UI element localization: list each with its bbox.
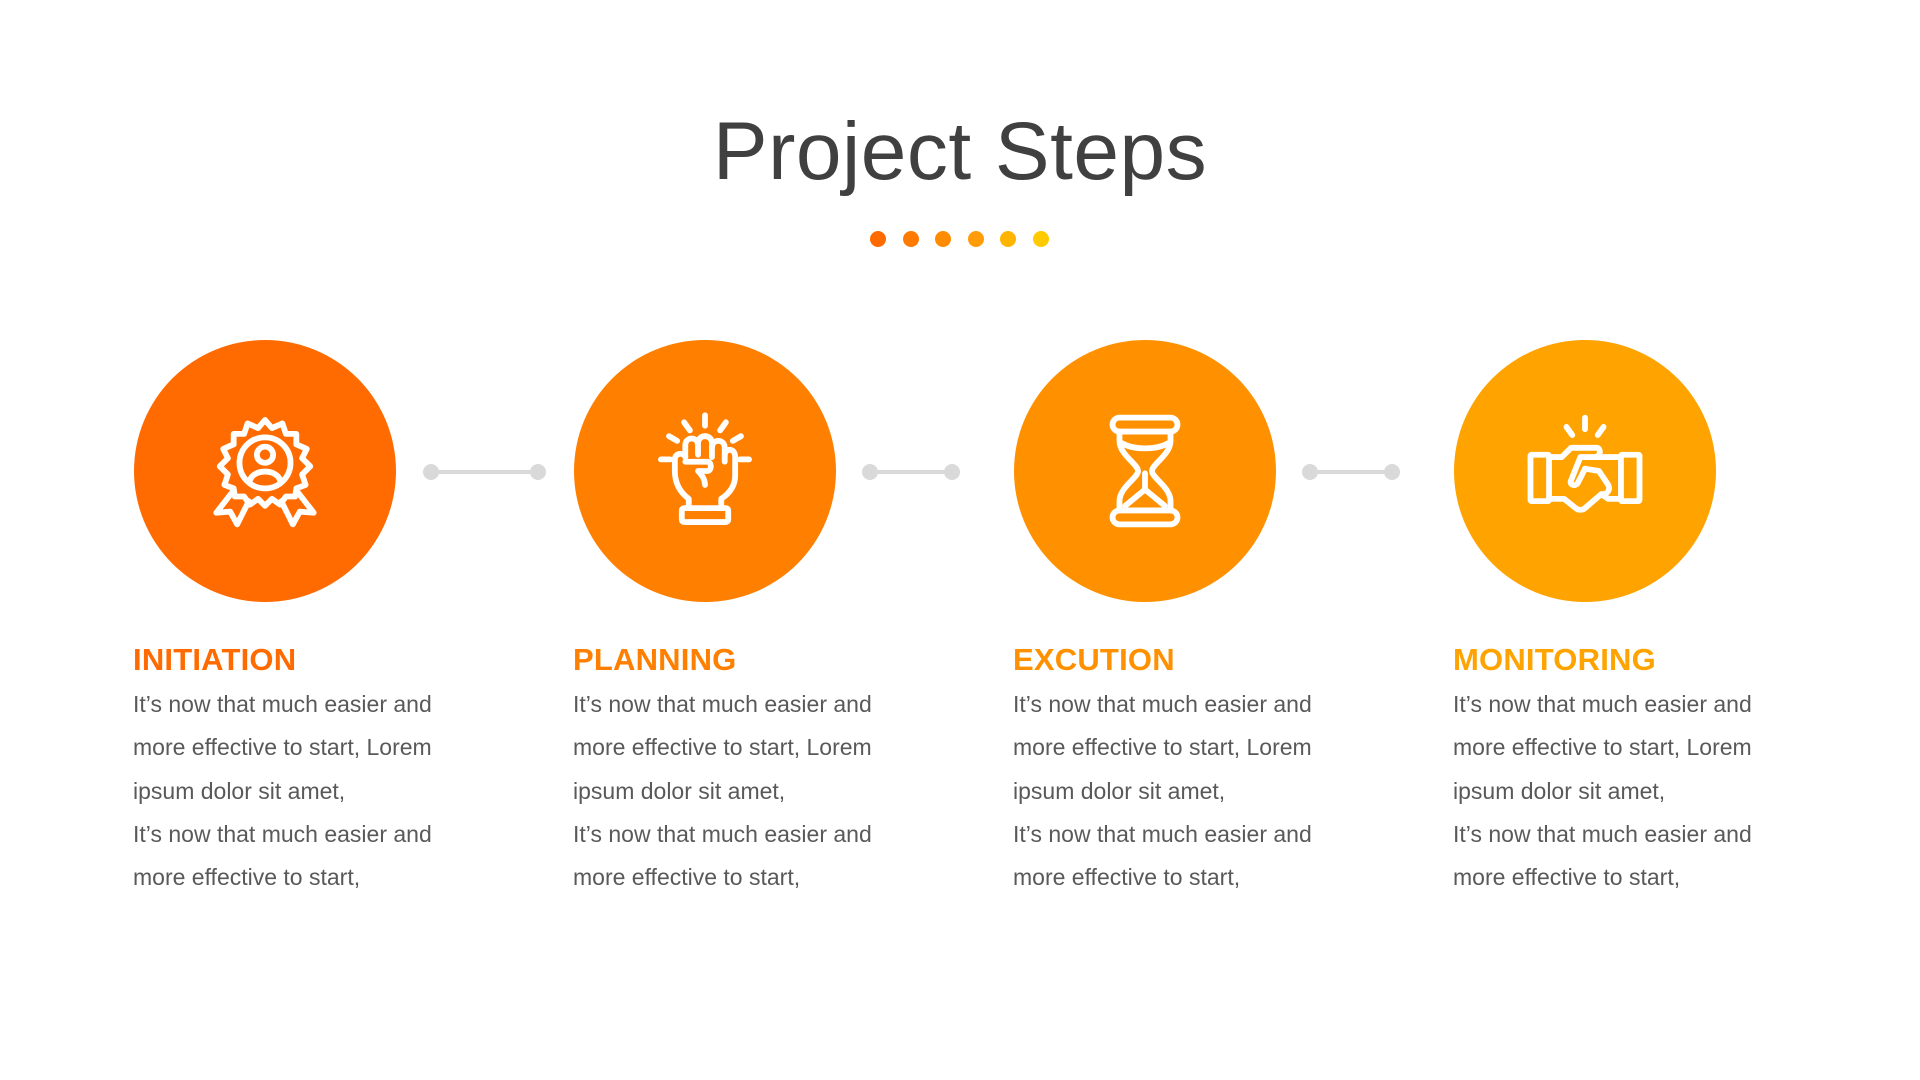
- connector-node: [1384, 464, 1400, 480]
- award-badge-icon: [213, 417, 317, 528]
- connector-node: [944, 464, 960, 480]
- description-line: ipsum dolor sit amet,: [133, 777, 346, 804]
- description-line: more effective to start, Lorem: [133, 734, 432, 761]
- step-description: It’s now that much easier and more effec…: [1453, 683, 1833, 899]
- step-title: MONITORING: [1453, 642, 1656, 677]
- step-initiation: INITIATION It’s now that much easier and…: [133, 340, 534, 890]
- step-execution: EXCUTION It’s now that much easier and m…: [1013, 340, 1414, 890]
- description-line: It’s now that much easier and: [1013, 691, 1312, 717]
- description-line: more effective to start, Lorem: [573, 734, 872, 761]
- connector-line: [430, 470, 539, 474]
- dot-1: [870, 231, 886, 247]
- connector-node: [530, 464, 546, 480]
- description-line: more effective to start,: [133, 864, 361, 891]
- raised-fist-icon: [658, 412, 752, 525]
- description-line: It’s now that much easier and: [573, 820, 872, 847]
- dot-4: [967, 231, 984, 247]
- connector-node: [1302, 464, 1318, 480]
- description-line: It’s now that much easier and: [1453, 691, 1752, 717]
- dot-5: [1000, 231, 1017, 247]
- step-monitoring: MONITORING It’s now that much easier and…: [1453, 340, 1854, 890]
- step-description: It’s now that much easier and more effec…: [1013, 683, 1393, 899]
- connector-line: [869, 470, 953, 474]
- description-line: more effective to start, Lorem: [1453, 734, 1752, 761]
- step-circle: [1014, 340, 1276, 602]
- description-line: It’s now that much easier and: [133, 691, 432, 717]
- description-line: more effective to start,: [573, 864, 801, 891]
- description-line: more effective to start, Lorem: [1013, 734, 1312, 761]
- page-title: Project Steps: [712, 106, 1208, 197]
- description-line: ipsum dolor sit amet,: [1453, 777, 1666, 804]
- description-line: ipsum dolor sit amet,: [1013, 777, 1226, 804]
- step-title: INITIATION: [133, 642, 297, 677]
- decorative-dots: [870, 231, 1049, 247]
- step-title: PLANNING: [573, 642, 737, 677]
- connector-3-4: [1302, 464, 1400, 480]
- step-circle: [134, 340, 396, 602]
- description-line: It’s now that much easier and: [573, 691, 872, 717]
- connector-node: [423, 464, 439, 480]
- description-line: It’s now that much easier and: [1453, 820, 1752, 847]
- handshake-icon: [1527, 414, 1643, 513]
- dot-3: [935, 231, 952, 247]
- description-line: more effective to start,: [1453, 864, 1681, 891]
- dot-2: [902, 231, 919, 247]
- step-description: It’s now that much easier and more effec…: [133, 683, 513, 899]
- dot-6: [1032, 231, 1049, 247]
- step-circle: [574, 340, 836, 602]
- hourglass-icon: [1109, 414, 1181, 528]
- step-circle: [1454, 340, 1716, 602]
- description-line: It’s now that much easier and: [133, 820, 432, 847]
- description-line: ipsum dolor sit amet,: [573, 777, 786, 804]
- step-description: It’s now that much easier and more effec…: [573, 683, 953, 899]
- description-line: more effective to start,: [1013, 864, 1241, 891]
- connector-2-3: [862, 464, 960, 480]
- step-title: EXCUTION: [1013, 642, 1175, 677]
- description-line: It’s now that much easier and: [1013, 820, 1312, 847]
- connector-line: [1309, 470, 1393, 474]
- step-planning: PLANNING It’s now that much easier and m…: [573, 340, 974, 890]
- connector-1-2: [423, 464, 546, 480]
- connector-node: [862, 464, 878, 480]
